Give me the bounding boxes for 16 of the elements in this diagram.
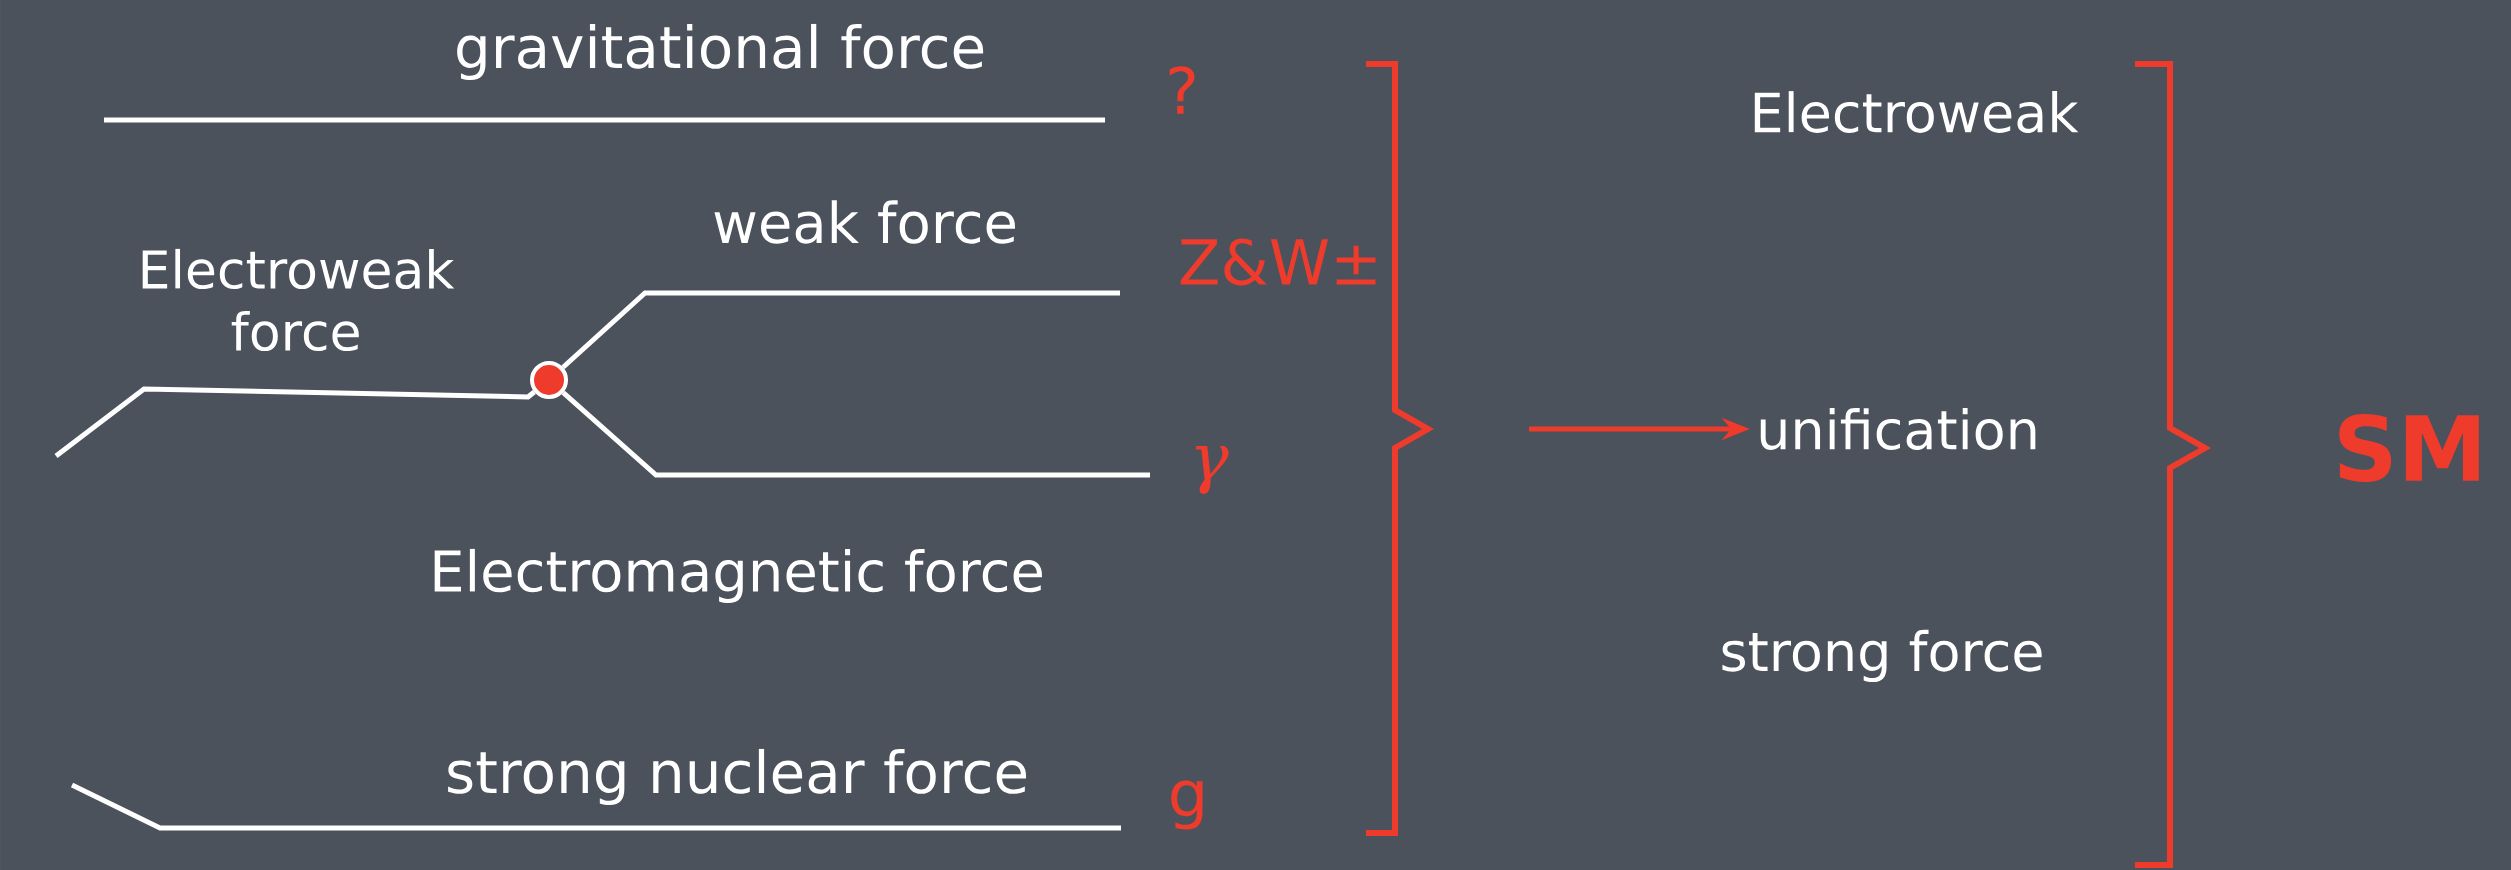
line-label: strong nuclear force	[448, 748, 1027, 806]
symbol-label: ?	[1169, 66, 1195, 114]
force-line	[54, 386, 536, 458]
list-item: Electroweak	[1754, 91, 2079, 133]
particle-label: γ	[1195, 445, 1229, 494]
line-label: Electroweak force	[142, 248, 455, 352]
particle-label: g	[1171, 780, 1203, 830]
particle-label: Z&W±	[1180, 238, 1376, 286]
group-label: SM	[2339, 413, 2479, 483]
text-label: unification	[1760, 408, 2036, 450]
list-item: strong force	[1722, 629, 2042, 683]
line-label: gravitational force	[457, 23, 984, 81]
line-label: Electromagnetic force	[434, 548, 1042, 604]
force-line	[561, 290, 1120, 370]
force-line	[561, 390, 1150, 478]
line-label: weak force	[714, 200, 1015, 244]
